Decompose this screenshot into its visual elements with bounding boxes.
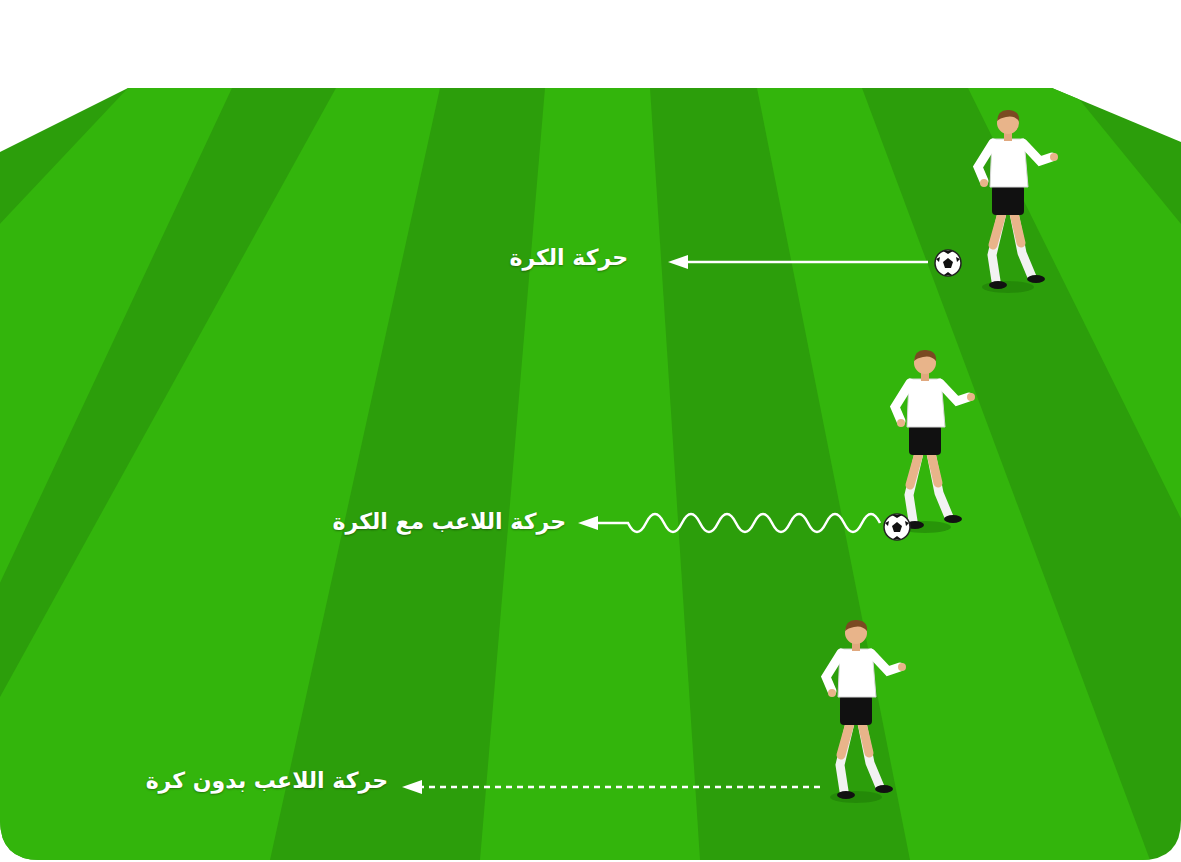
legend-label: حركة الكرة: [509, 244, 628, 272]
legend-label: حركة اللاعب مع الكرة: [333, 508, 566, 536]
legend-label: حركة اللاعب بدون كرة: [146, 767, 388, 795]
